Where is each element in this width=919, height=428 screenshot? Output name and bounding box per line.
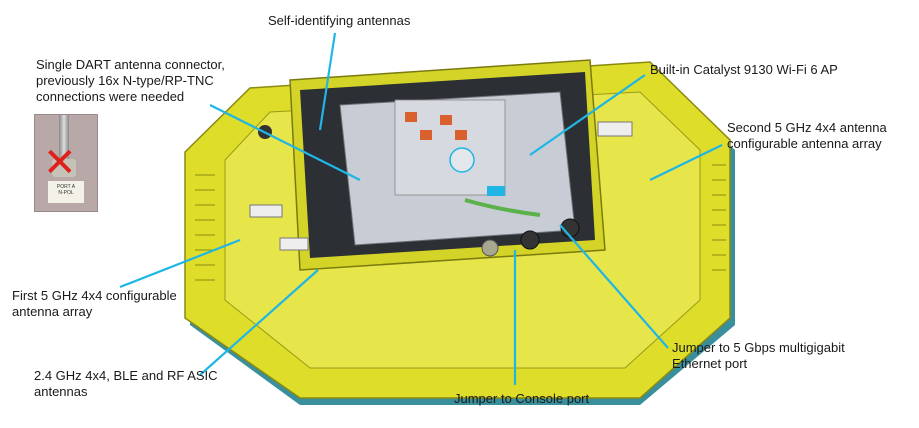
ap-port-highlight — [487, 186, 505, 196]
cross-icon: ✕ — [43, 141, 77, 185]
console-connector — [481, 239, 499, 257]
callout-built-in-ap: Built-in Catalyst 9130 Wi-Fi 6 AP — [650, 62, 838, 77]
antenna-window-right — [597, 121, 633, 137]
ethernet-connector-1 — [520, 230, 540, 250]
leader-second-array — [649, 144, 723, 181]
ap-labels — [405, 112, 467, 140]
photo-port-tag: PORT A N-POL — [48, 181, 84, 203]
antenna-window-left-2 — [279, 237, 309, 251]
leader-self-identifying — [318, 32, 337, 131]
leader-first-array — [119, 238, 241, 289]
ap-led — [449, 147, 475, 173]
antenna-window-left-1 — [249, 204, 283, 218]
callout-console-port: Jumper to Console port — [454, 391, 590, 406]
leader-built-in-ap — [529, 74, 646, 156]
photo-cable — [59, 115, 69, 161]
callout-dart-connector: Single DART antenna connector, previousl… — [36, 57, 225, 104]
callout-ethernet-port: Jumper to 5 Gbps multigigabit Ethernet p… — [672, 340, 845, 371]
callout-second-array: Second 5 GHz 4x4 antenna configurable an… — [727, 120, 887, 151]
leader-ble-asic — [199, 269, 319, 376]
callout-self-identifying: Self-identifying antennas — [268, 13, 411, 28]
leader-ethernet-port — [559, 224, 669, 349]
leader-dart-connector — [209, 104, 361, 181]
dart-connector-photo: PORT A N-POL ✕ — [34, 114, 98, 212]
jumper-cable-green — [464, 198, 541, 217]
callout-ble-asic: 2.4 GHz 4x4, BLE and RF ASIC antennas — [34, 368, 218, 399]
photo-plug — [52, 159, 76, 177]
callout-first-array: First 5 GHz 4x4 configurable antenna arr… — [12, 288, 177, 319]
